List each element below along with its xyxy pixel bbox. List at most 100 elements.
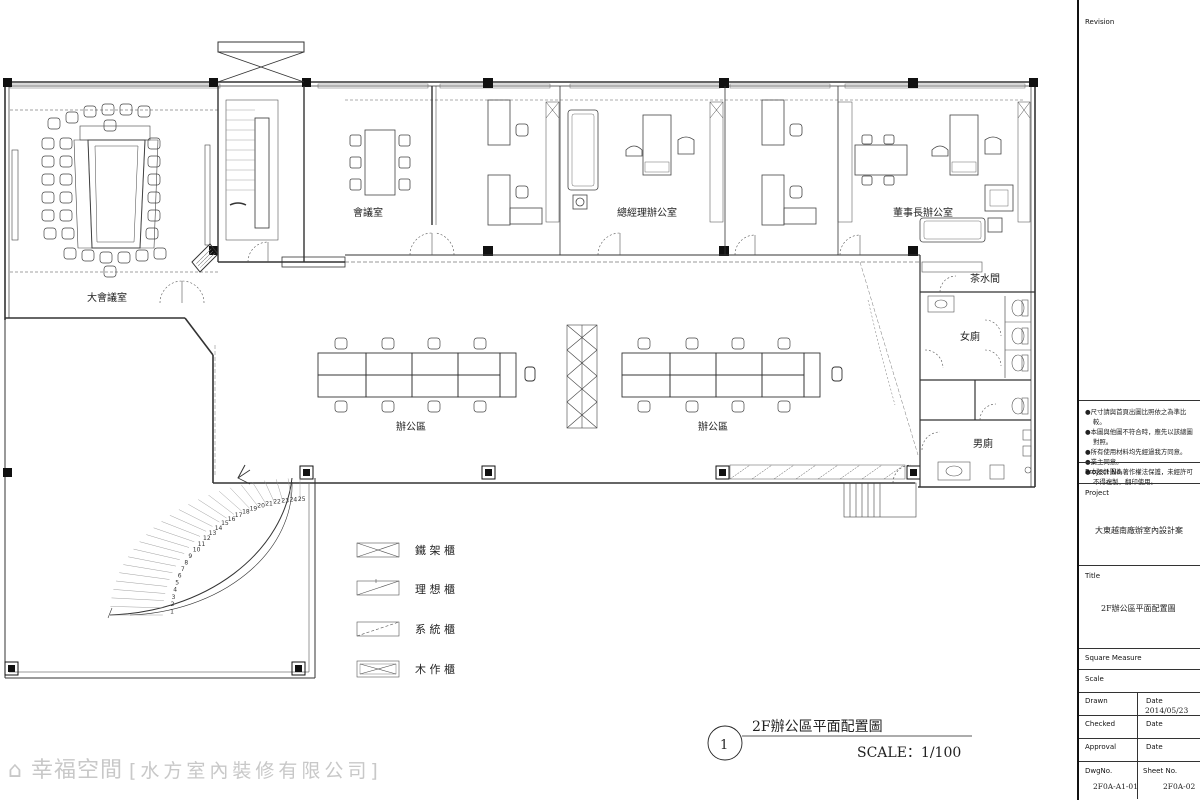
curved-staircase [107, 464, 293, 619]
date-value: 2014/05/23 [1145, 706, 1189, 715]
stair-tread [133, 548, 180, 560]
stair-tread [111, 597, 164, 601]
approval-cell: Approval Date [1079, 739, 1200, 762]
stair-step-number: 15 [221, 520, 229, 527]
checked-label: Checked [1085, 720, 1116, 728]
conference-chairs [41, 103, 167, 278]
gm-office-door [597, 232, 621, 256]
stair-core [217, 41, 305, 263]
exterior-walls [4, 81, 1036, 679]
project-cell: Project 大東越南廠辦室內設計案 [1079, 483, 1200, 566]
stair-step-number: 19 [250, 505, 258, 512]
stair-tread [178, 509, 213, 527]
scale-label: Scale [1085, 675, 1104, 683]
stair-tread [123, 564, 173, 573]
revision-label: Revision [1085, 18, 1115, 26]
drawing-title: 1 2F辦公區平面配置圖 SCALE：1/100 [707, 719, 972, 761]
dwgno-label: DwgNo. [1085, 767, 1113, 775]
date-label: Date [1146, 697, 1163, 705]
note-item: ●本設計圖為著作權法保護，未經許可不得複製，翻印使用。 [1085, 468, 1193, 486]
stair-tread [169, 515, 207, 532]
stair-step-number: 5 [175, 580, 179, 587]
office-partitions [281, 86, 1025, 268]
stair-step-number: 23 [281, 497, 289, 504]
sheetno-value: 2F0A-02 [1163, 782, 1196, 791]
wood-cabinets [545, 101, 1031, 223]
meeting-room-furniture [349, 129, 411, 196]
stair-tread [276, 479, 283, 502]
stair-step-number: 13 [209, 530, 217, 537]
stair-tread [113, 589, 166, 594]
open-office-boundary [214, 261, 919, 475]
legend [356, 542, 400, 678]
stair-step-number: 25 [298, 496, 306, 503]
stair-step-number: 18 [242, 509, 250, 516]
stair-step-number: 24 [290, 496, 298, 503]
drawn-cell: Drawn Date 2014/05/23 [1079, 693, 1200, 716]
square-measure-cell: Square Measure [1079, 649, 1200, 670]
meeting-room-door [409, 232, 455, 256]
stair-tread [241, 484, 258, 506]
drawn-label: Drawn [1085, 697, 1108, 705]
stair-step-number: 6 [178, 573, 182, 580]
room-label-large-conference: 大會議室 [87, 291, 127, 304]
room-label-mens-restroom: 男廁 [973, 437, 993, 450]
curved-stair-treads [110, 478, 301, 616]
stair-tread [188, 504, 220, 523]
project-label: Project [1085, 489, 1109, 497]
stair-door [191, 241, 269, 273]
stair-tread [198, 499, 227, 519]
title-value: 2F辦公區平面配置圖 [1101, 604, 1176, 613]
legend-labels: 鐵 架 櫃 理 想 櫃 系 統 櫃 木 作 櫃 [415, 543, 455, 676]
column-outlines [4, 465, 921, 676]
secretary-room-door [734, 234, 756, 256]
stair-step-number: 3 [172, 594, 176, 601]
stair-tread [128, 556, 176, 567]
womens-restroom-fixtures [924, 295, 1031, 372]
stair-step-number: 7 [181, 566, 185, 573]
title-block: Revision ●尺寸請與首頁出圖比照依之為準比較。 ●本圖與他圖不符合時，應… [1077, 0, 1200, 800]
project-no-cell: Project No. [1079, 462, 1200, 484]
date-label: Date [1146, 743, 1163, 751]
stair-tread [119, 572, 170, 580]
office-chairs-left [334, 337, 487, 413]
steel-rack-cabinets [566, 324, 598, 429]
office-chairs-right [637, 337, 791, 413]
legend-symbol-steel-rack [356, 542, 400, 558]
office-desks-right [621, 352, 843, 398]
drawing-title-text: 2F辦公區平面配置圖 [752, 719, 883, 735]
stair-tread [115, 580, 168, 587]
mens-restroom-fixtures [921, 397, 1032, 481]
room-label-chairman-office: 董事長辦公室 [893, 206, 953, 219]
system-cabinets [729, 464, 906, 480]
drawing-number: 1 [720, 738, 728, 753]
stair-tread [110, 606, 164, 608]
drawing-scale: SCALE：1/100 [857, 745, 961, 761]
legend-label: 鐵 架 櫃 [415, 543, 455, 557]
secretary-room-furniture [761, 99, 817, 226]
stair-step-number: 20 [257, 503, 265, 510]
stair-tread [264, 480, 275, 503]
stair-tread [161, 521, 201, 537]
stair-step-number: 21 [265, 501, 273, 508]
dwg-cell: DwgNo. Sheet No. 2F0A-A1-01 2F0A-02 [1079, 762, 1200, 799]
approval-label: Approval [1085, 743, 1117, 751]
pantry-fixtures [921, 261, 983, 293]
stair-step-number: 11 [198, 541, 206, 548]
stair-step-number: 9 [188, 553, 192, 560]
stair-step-number: 12 [203, 535, 211, 542]
entry-steps [843, 464, 917, 518]
office-desks-left [317, 352, 536, 398]
room-label-meeting: 會議室 [353, 206, 383, 219]
watermark-company: [水方室內裝修有限公司] [128, 760, 382, 782]
notes-divider [1079, 400, 1200, 401]
watermark-brand: ⌂ 幸福空間 [8, 758, 123, 783]
staff-room-furniture [487, 99, 543, 226]
room-label-office-left: 辦公區 [396, 420, 426, 433]
room-labels: 大會議室 會議室 總經理辦公室 董事長辦公室 茶水間 女廁 男廁 辦公區 辦公區 [87, 206, 1000, 450]
service-block [919, 255, 1035, 487]
chairman-office-door [839, 234, 861, 256]
stair-step-number: 1 [170, 608, 174, 615]
stair-step-number: 17 [235, 512, 243, 519]
